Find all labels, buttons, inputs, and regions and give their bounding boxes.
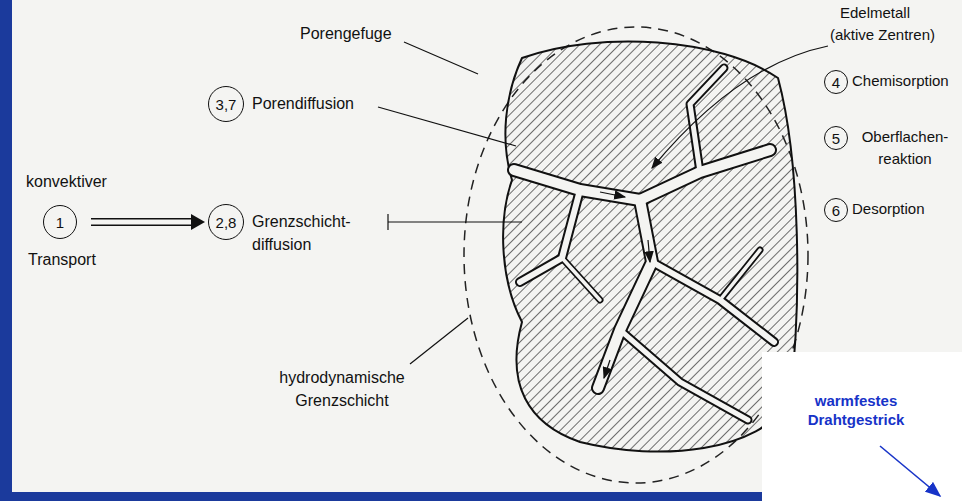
callout-circle: 5: [824, 126, 848, 150]
process-label: Porendiffusion: [252, 92, 354, 115]
callout-circle: 1: [43, 205, 77, 239]
note-label: warmfestes Drahtgestrick: [786, 392, 926, 430]
callout-number: 3,7: [216, 96, 237, 113]
callout-number: 1: [56, 214, 64, 231]
transport-arrow: [91, 214, 205, 230]
process-label: Transport: [28, 248, 96, 271]
callout-circle: 3,7: [208, 86, 244, 122]
part-label: hydrodynamische Grenzschicht: [262, 366, 422, 412]
step-label: Desorption: [852, 198, 925, 220]
callout-circle: 2,8: [208, 204, 244, 240]
callout-number: 2,8: [216, 214, 237, 231]
callout-number: 4: [832, 74, 840, 91]
part-label: (aktive Zentren): [830, 24, 935, 46]
callout-number: 6: [832, 202, 840, 219]
step-label: Oberflachen- reaktion: [852, 126, 958, 170]
process-label: konvektiver: [26, 170, 107, 193]
callout-circle: 4: [824, 70, 848, 94]
step-label: Chemisorption: [852, 70, 949, 92]
part-label: Edelmetall: [840, 2, 910, 24]
part-label: Porengefuge: [300, 22, 392, 45]
process-label: Grenzschicht- diffusion: [252, 210, 380, 256]
callout-circle: 6: [824, 198, 848, 222]
callout-number: 5: [832, 130, 840, 147]
